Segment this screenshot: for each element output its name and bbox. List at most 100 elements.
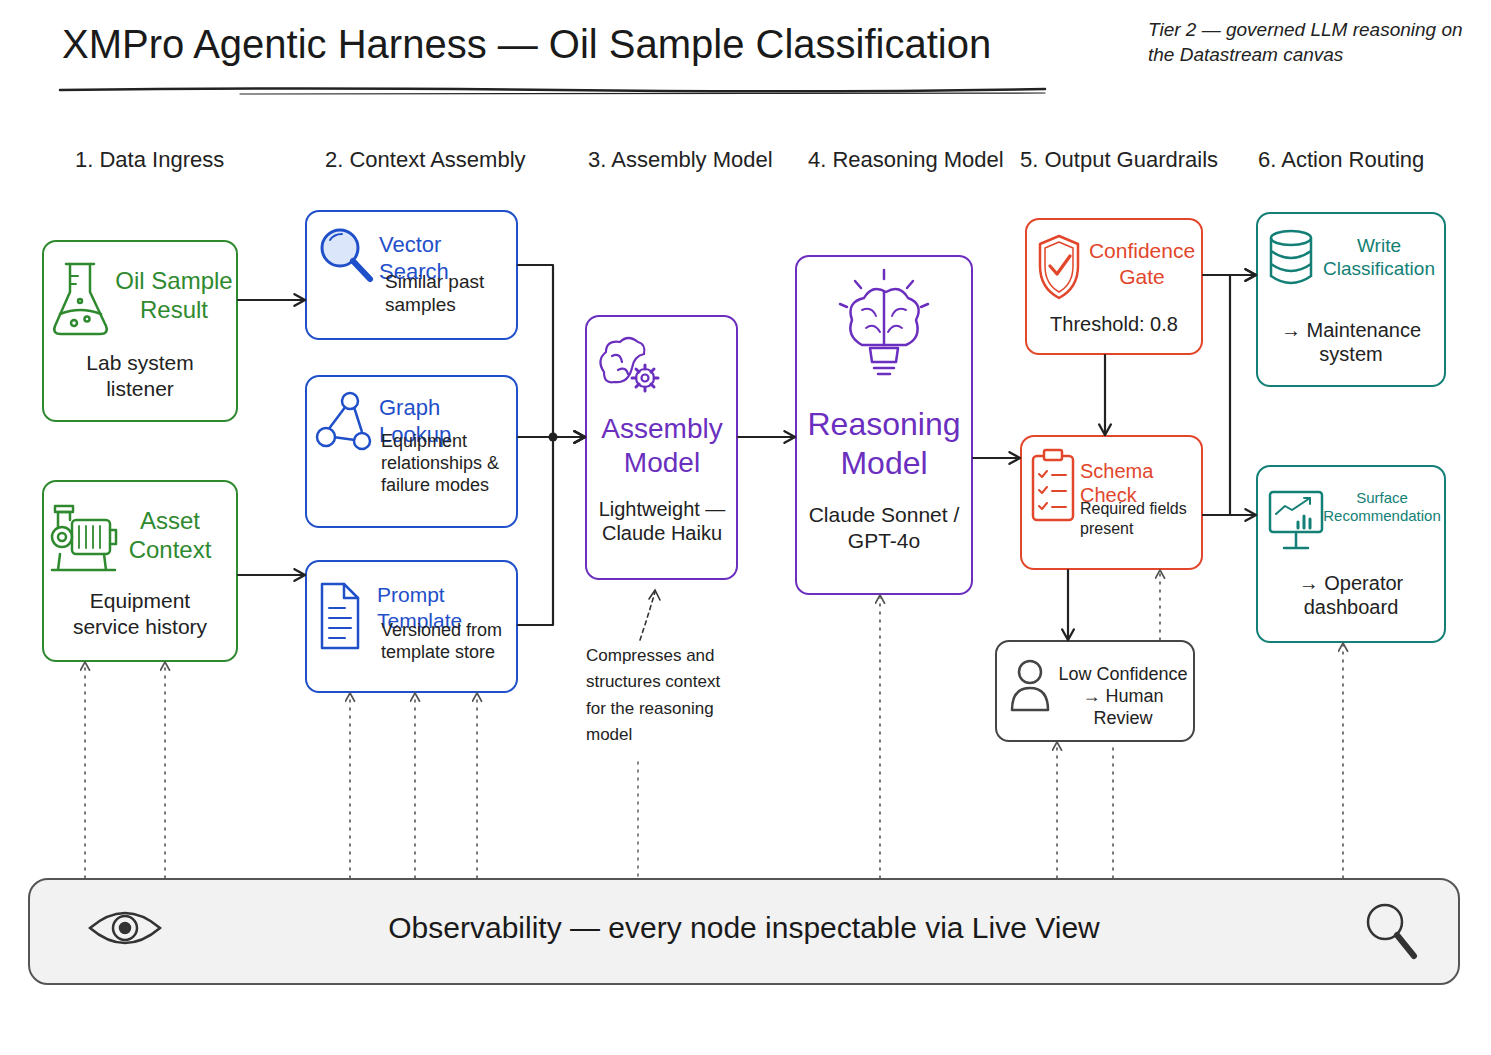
flask-icon [54, 264, 107, 334]
process-box: Assembly ModelLightweight — Claude Haiku [585, 315, 738, 580]
graph-icon [354, 433, 370, 449]
flow-arrow [518, 265, 585, 437]
monitor-icon [1270, 492, 1322, 548]
process-box: Graph LookupEquipment relationships & fa… [305, 375, 518, 528]
database-icon [1271, 238, 1311, 283]
pump-icon [110, 530, 116, 544]
node-heading: Asset Context [114, 506, 226, 565]
clipboard-icon [1044, 450, 1062, 460]
shield-icon [1040, 236, 1078, 298]
eye-icon [90, 913, 160, 943]
monitor-icon [1298, 516, 1310, 528]
magnifier-icon [1368, 905, 1402, 939]
flow-arrow [973, 457, 1020, 459]
process-box: Confidence GateThreshold: 0.8 [1025, 218, 1203, 355]
document-icon [322, 584, 358, 648]
pump-icon [52, 554, 115, 570]
callout-note: Compresses and structures context for th… [586, 643, 738, 748]
process-box: Low Confidence → Human Review [995, 640, 1195, 742]
monitor-link [164, 662, 166, 878]
pump-icon [58, 512, 70, 527]
brain-gear-icon [600, 338, 658, 391]
node-body: Required fields present [1080, 499, 1200, 538]
magnifier-icon [322, 230, 370, 279]
magnifier-icon [322, 230, 358, 266]
brain-bulb-icon [862, 309, 906, 332]
flow-arrow [238, 574, 305, 576]
brain-bulb-icon [874, 368, 894, 374]
brain-bulb-icon [840, 270, 928, 307]
graph-icon [317, 428, 335, 446]
graph-icon [342, 393, 358, 409]
pump-icon [52, 527, 72, 547]
clipboard-icon [1039, 471, 1047, 509]
document-icon [329, 608, 351, 638]
brain-gear-icon [642, 375, 649, 382]
column-header: 3. Assembly Model [588, 146, 798, 175]
monitor-link [414, 693, 416, 878]
monitor-link [1342, 643, 1344, 878]
brain-bulb-icon [850, 289, 918, 345]
monitor-link [1112, 742, 1114, 878]
monitor-link [84, 662, 86, 878]
flow-arrow [738, 436, 795, 438]
brain-gear-icon [612, 355, 628, 374]
monitor-icon [1276, 498, 1310, 514]
pump-icon [55, 506, 73, 512]
callout-leader [640, 592, 655, 640]
flow-arrow [1203, 274, 1256, 276]
column-header: 2. Context Assembly [325, 146, 565, 175]
document-icon [322, 584, 358, 648]
brain-bulb-icon [840, 270, 928, 374]
flask-icon [71, 320, 77, 326]
eye-icon [113, 916, 137, 940]
process-box: Reasoning ModelClaude Sonnet / GPT-4o [795, 255, 973, 595]
flask-icon [60, 310, 101, 314]
diagram-title: XMPro Agentic Harness — Oil Sample Class… [62, 22, 991, 67]
node-body: Lightweight — Claude Haiku [591, 497, 733, 546]
monitor-link [879, 595, 881, 878]
node-body: Lab system listener [62, 350, 218, 401]
node-body: Observability — every node inspectable v… [30, 910, 1458, 947]
node-body: Similar past samples [385, 270, 511, 316]
brain-gear-icon [632, 365, 658, 391]
person-icon [1019, 661, 1041, 683]
node-heading: Write Classification [1314, 234, 1444, 280]
pump-icon [52, 506, 116, 570]
node-body: Claude Sonnet / GPT-4o [799, 502, 969, 553]
callout-leader [638, 590, 660, 876]
person-icon [1012, 661, 1048, 710]
monitor-icon [1270, 492, 1322, 532]
monitor-icon [1284, 532, 1308, 548]
graph-icon [328, 406, 362, 440]
node-heading: Confidence Gate [1085, 238, 1199, 289]
title-underline [60, 89, 1045, 95]
eye-icon [120, 923, 130, 933]
process-box: Asset ContextEquipment service history [42, 480, 238, 662]
node-body: Low Confidence → Human Review [1055, 664, 1191, 730]
shield-icon [1040, 236, 1078, 298]
graph-icon [317, 393, 370, 449]
junction-dot [549, 433, 558, 442]
clipboard-icon [1033, 450, 1073, 520]
clipboard-icon [1033, 456, 1073, 520]
process-box: Surface Recommendation → Operator dashboa… [1256, 465, 1446, 643]
tier-note: Tier 2 — governed LLM reasoning on the D… [1148, 18, 1468, 67]
shield-icon [1050, 256, 1070, 274]
node-heading: Surface Recommendation [1320, 489, 1444, 526]
node-body: → Maintenance system [1270, 318, 1432, 367]
column-header: 4. Reasoning Model [808, 146, 1018, 175]
node-body: → Operator dashboard [1270, 571, 1432, 620]
flask-icon [66, 263, 94, 266]
shield-icon [1045, 242, 1073, 292]
process-box: Write Classification → Maintenance system [1256, 212, 1446, 387]
database-icon [1271, 231, 1311, 283]
pump-icon [58, 533, 66, 541]
title-underline [240, 93, 1045, 94]
process-box: Prompt TemplateVersioned from template s… [305, 560, 518, 693]
node-body: Equipment service history [62, 588, 218, 639]
flow-arrow [1104, 355, 1106, 435]
flow-arrow [1203, 275, 1256, 515]
node-body: Threshold: 0.8 [1035, 312, 1193, 336]
